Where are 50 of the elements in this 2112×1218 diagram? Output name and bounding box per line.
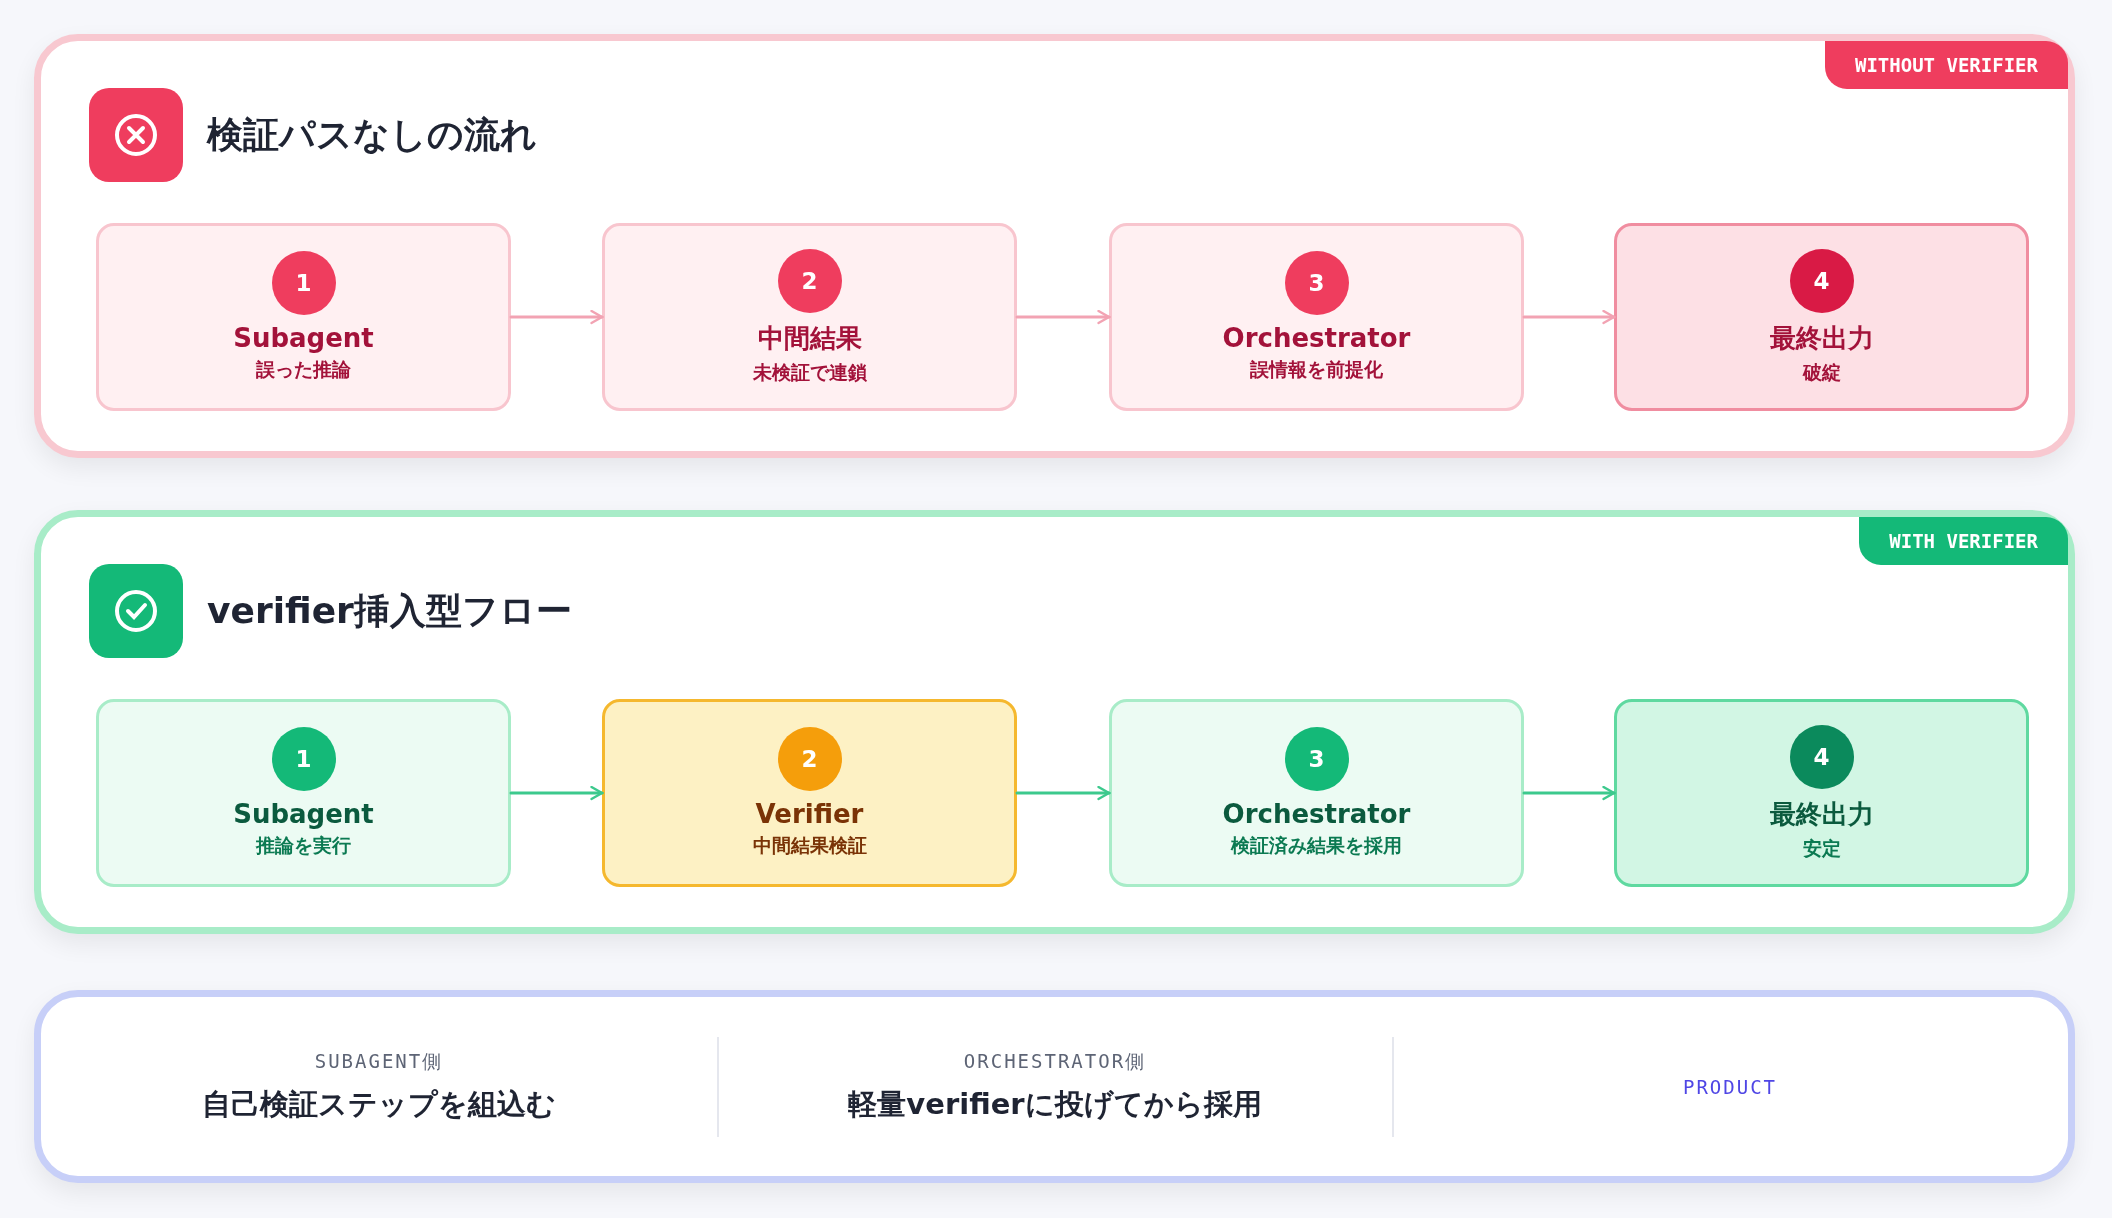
step-card — [602, 699, 1017, 887]
step-description: 誤情報を前提化 — [1250, 357, 1383, 382]
panel-title: 検証パスなしの流れ — [207, 113, 537, 157]
panel-card — [34, 34, 2075, 458]
status-tag: WITHOUT VERIFIER — [1824, 41, 2068, 89]
arrow — [1015, 785, 1111, 801]
step-title: 中間結果 — [757, 321, 862, 355]
step-title: 最終出力 — [1769, 321, 1874, 355]
step-title: Subagent — [233, 799, 374, 829]
panel-card — [34, 510, 2075, 934]
step-description: 推論を実行 — [256, 833, 351, 858]
step-description: 誤った推論 — [256, 357, 351, 382]
step-card — [1109, 699, 1524, 887]
step-number: 2 — [777, 248, 842, 313]
step-number: 1 — [271, 251, 336, 315]
step-title: Subagent — [233, 323, 374, 353]
arrow — [1522, 309, 1616, 325]
step-title: Verifier — [755, 799, 864, 829]
step-description: 未検証で連鎖 — [752, 359, 867, 385]
step-title: Orchestrator — [1222, 799, 1411, 829]
column-caption: SUBAGENT側 — [314, 1048, 444, 1074]
step-number: 2 — [777, 727, 842, 791]
step-number: 3 — [1284, 727, 1349, 791]
status-tag: WITH VERIFIER — [1859, 517, 2068, 565]
panel-title: verifier挿入型フロー — [207, 589, 572, 633]
arrow — [509, 309, 604, 325]
summary-panel — [34, 990, 2075, 1183]
step-description: 検証済み結果を採用 — [1231, 833, 1402, 858]
step-description: 安定 — [1802, 835, 1841, 861]
step-number: 3 — [1284, 251, 1349, 315]
step-card — [1109, 223, 1524, 411]
step-number: 1 — [271, 727, 336, 791]
arrow — [1015, 309, 1111, 325]
step-title: 最終出力 — [1769, 797, 1874, 831]
column-caption: ORCHESTRATOR側 — [963, 1048, 1147, 1074]
step-card — [96, 223, 511, 411]
column-statement: 自己検証ステップを組込む — [202, 1085, 556, 1123]
step-card — [1614, 699, 2029, 887]
step-card — [96, 699, 511, 887]
column-caption: PRODUCT — [1682, 1075, 1778, 1098]
column-statement: 軽量verifierに投げてから採用 — [848, 1085, 1262, 1123]
step-description: 中間結果検証 — [752, 833, 867, 858]
step-number: 4 — [1789, 724, 1854, 789]
step-card — [1614, 223, 2029, 411]
arrow — [1522, 785, 1616, 801]
arrow — [509, 785, 604, 801]
step-title: Orchestrator — [1222, 323, 1411, 353]
step-number: 4 — [1789, 248, 1854, 313]
step-card — [602, 223, 1017, 411]
step-description: 破綻 — [1802, 359, 1841, 385]
